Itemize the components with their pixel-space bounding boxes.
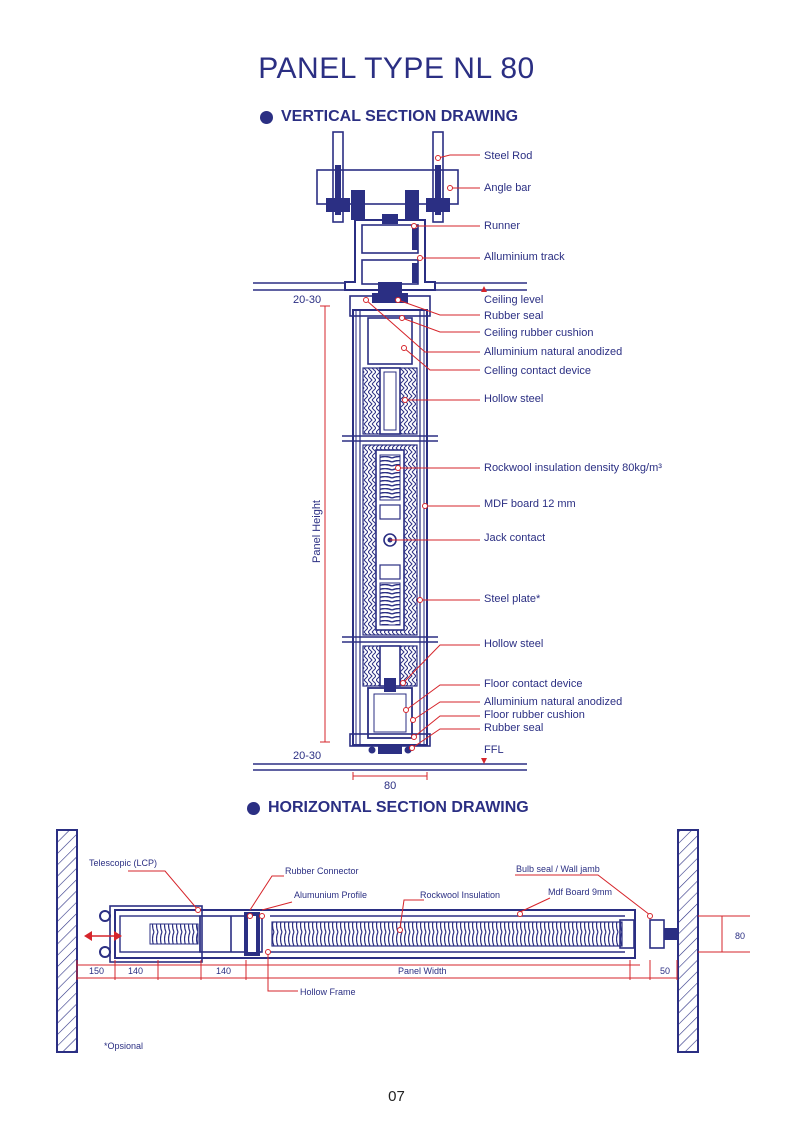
label-mdf-board: Mdf Board 9mm — [548, 887, 612, 897]
dim-panel-height: Panel Height — [311, 500, 323, 563]
label-ffl: FFL — [484, 744, 504, 756]
label-aluminium-track: Alluminium track — [484, 251, 565, 263]
label-hollow-frame: Hollow Frame — [300, 987, 356, 997]
dim-140-a: 140 — [128, 966, 143, 976]
vertical-section-drawing: Steel Rod Angle bar Runner Alluminium tr… — [253, 131, 662, 792]
label-mdf-board: MDF board 12 mm — [484, 498, 576, 510]
dim-140-b: 140 — [216, 966, 231, 976]
label-rockwool-insulation: Rockwool Insulation — [420, 890, 500, 900]
dim-panel-thickness: 80 — [384, 780, 396, 792]
label-floor-contact-device: Floor contact device — [484, 678, 582, 690]
label-jack-contact: Jack contact — [484, 532, 545, 544]
page-title: PANEL TYPE NL 80 — [258, 52, 535, 85]
label-ceiling-level: Ceiling level — [484, 294, 543, 306]
dim-bottom-gap: 20-30 — [293, 750, 321, 762]
label-hollow-steel-top: Hollow steel — [484, 393, 543, 405]
label-ceiling-rubber-cushion: Ceiling rubber cushion — [484, 327, 593, 339]
label-telescopic: Telescopic (LCP) — [89, 858, 157, 868]
vertical-section-title: VERTICAL SECTION DRAWING — [281, 108, 519, 125]
label-steel-plate: Steel plate* — [484, 593, 541, 605]
dim-80: 80 — [735, 931, 745, 941]
dim-50: 50 — [660, 966, 670, 976]
label-rubber-seal-bottom: Rubber seal — [484, 722, 543, 734]
vertical-section-heading: VERTICAL SECTION DRAWING — [260, 108, 518, 126]
bullet-icon — [247, 801, 260, 815]
label-bulb-seal: Bulb seal / Wall jamb — [516, 864, 600, 874]
label-steel-rod: Steel Rod — [484, 150, 532, 162]
label-aluminium-anodized-bottom: Alluminium natural anodized — [484, 696, 622, 708]
label-runner: Runner — [484, 220, 520, 232]
dim-top-gap: 20-30 — [293, 294, 321, 306]
label-aluminium-anodized-top: Alluminium natural anodized — [484, 346, 622, 358]
label-rockwool: Rockwool insulation density 80kg/m³ — [484, 462, 662, 474]
label-floor-rubber-cushion: Floor rubber cushion — [484, 709, 585, 721]
label-ceiling-contact-device: Celling contact device — [484, 365, 591, 377]
horizontal-section-heading: HORIZONTAL SECTION DRAWING — [247, 799, 529, 817]
horizontal-section-drawing: Telescopic (LCP) Rubber Connector Alumun… — [56, 829, 750, 1053]
label-rubber-connector: Rubber Connector — [285, 866, 359, 876]
label-aluminium-profile: Alumunium Profile — [294, 890, 367, 900]
label-hollow-steel-bottom: Hollow steel — [484, 638, 543, 650]
horizontal-section-title: HORIZONTAL SECTION DRAWING — [268, 799, 529, 816]
label-rubber-seal-top: Rubber seal — [484, 310, 543, 322]
note-optional: *Opsional — [104, 1041, 143, 1051]
dim-150: 150 — [89, 966, 104, 976]
label-angle-bar: Angle bar — [484, 182, 531, 194]
dim-panel-width: Panel Width — [398, 966, 447, 976]
bullet-icon — [260, 110, 273, 124]
page-number: 07 — [388, 1088, 405, 1105]
